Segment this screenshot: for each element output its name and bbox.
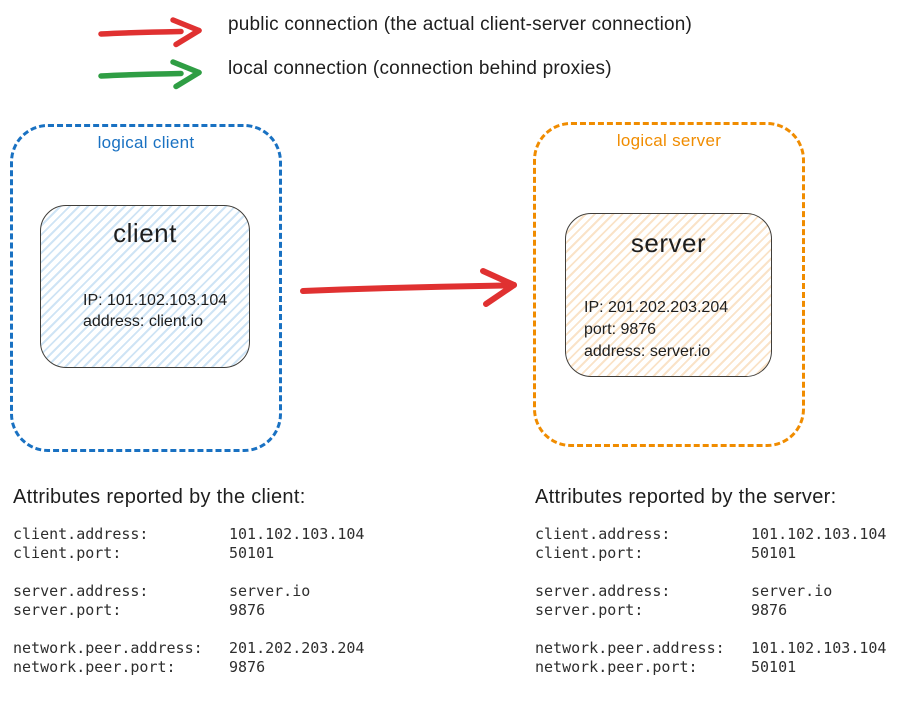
attr-row: server.address: server.io	[13, 582, 311, 600]
local-connection-arrow-icon	[96, 58, 208, 90]
client-attributes-heading: Attributes reported by the client:	[13, 486, 306, 508]
attr-row: client.port: 50101	[13, 544, 275, 562]
attr-row: network.peer.address: 201.202.203.204	[13, 639, 365, 657]
attr-row: client.address: 101.102.103.104	[535, 525, 887, 543]
logical-server-box: logical server	[533, 122, 805, 447]
server-address-line: address: server.io	[584, 343, 711, 360]
attr-row: client.address: 101.102.103.104	[13, 525, 365, 543]
server-node-details: IP: 201.202.203.204 port: 9876 address: …	[584, 297, 728, 363]
attr-row: network.peer.port: 9876	[13, 658, 266, 676]
client-node-title: client	[113, 218, 177, 248]
client-node: client IP: 101.102.103.104 address: clie…	[40, 205, 250, 368]
public-connection-arrow-icon	[96, 16, 208, 48]
server-node: server IP: 201.202.203.204 port: 9876 ad…	[565, 213, 772, 377]
client-attr-group-network-peer: network.peer.address: 201.202.203.204 ne…	[13, 639, 364, 677]
server-attr-group-server: server.address: server.io server.port: 9…	[535, 582, 886, 620]
server-node-title: server	[630, 228, 707, 258]
server-attributes-section: Attributes reported by the server: clien…	[535, 486, 886, 696]
attr-row: network.peer.address: 101.102.103.104	[535, 639, 887, 657]
attr-row: server.port: 9876	[13, 601, 266, 619]
server-port-line: port: 9876	[584, 321, 657, 338]
logical-server-label: logical server	[616, 131, 722, 150]
attr-row: network.peer.port: 50101	[535, 658, 797, 676]
legend-local-connection-label: local connection (connection behind prox…	[228, 58, 612, 79]
client-attr-group-client: client.address: 101.102.103.104 client.p…	[13, 525, 364, 563]
legend-public-connection-label: public connection (the actual client-ser…	[228, 14, 693, 35]
logical-client-label: logical client	[97, 133, 195, 152]
server-ip-line: IP: 201.202.203.204	[584, 299, 729, 316]
client-node-details: IP: 101.102.103.104 address: client.io	[83, 290, 227, 332]
client-address-line: address: client.io	[83, 313, 204, 330]
attr-row: server.address: server.io	[535, 582, 833, 600]
server-attr-group-network-peer: network.peer.address: 101.102.103.104 ne…	[535, 639, 886, 677]
client-attributes-section: Attributes reported by the client: clien…	[13, 486, 364, 696]
logical-client-box: logical client	[10, 124, 282, 452]
client-ip-line: IP: 101.102.103.104	[83, 292, 228, 309]
client-attr-group-server: server.address: server.io server.port: 9…	[13, 582, 364, 620]
server-attributes-heading: Attributes reported by the server:	[535, 486, 837, 508]
server-attr-group-client: client.address: 101.102.103.104 client.p…	[535, 525, 886, 563]
attr-row: client.port: 50101	[535, 544, 797, 562]
client-to-server-arrow-icon	[295, 266, 525, 310]
attr-row: server.port: 9876	[535, 601, 788, 619]
